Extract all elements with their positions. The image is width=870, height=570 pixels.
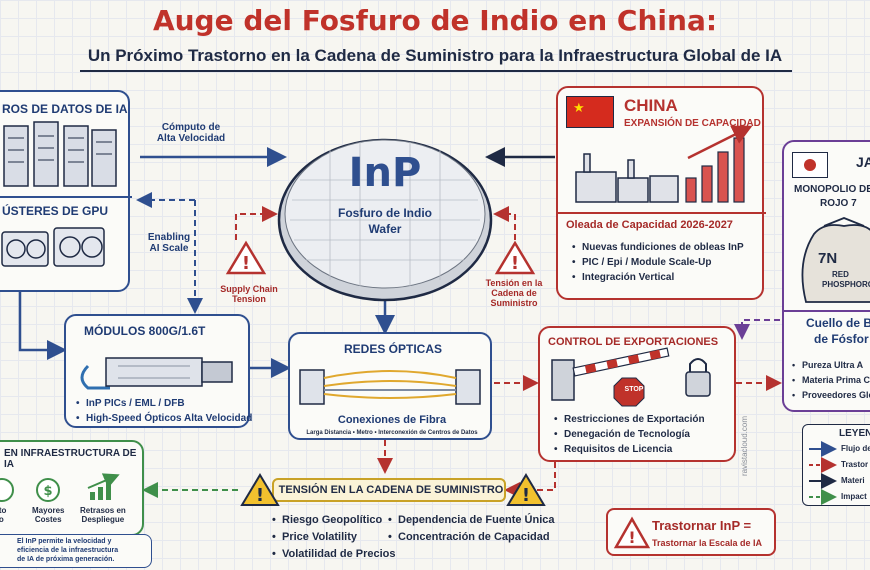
impact-item-1: ntogo: [0, 506, 7, 524]
export-title: CONTROL DE EXPORTACIONES: [548, 336, 719, 348]
phosphorus-bag-icon: [801, 217, 870, 303]
impact-title: EN INFRAESTRUCTURA DE IA: [4, 448, 137, 470]
gpu-card-icon: [1, 227, 105, 267]
japan-flag-icon: [792, 152, 828, 178]
modules-panel: MÓDULOS 800G/1.6T InP PICs / EML / DFBHi…: [64, 314, 252, 428]
page-subtitle: Un Próximo Trastorno en la Cadena de Sum…: [87, 46, 783, 65]
legend-item: Materi: [841, 476, 865, 485]
legend-item: Flujo de: [841, 444, 870, 453]
tension-title: TENSIÓN EN LA CADENA DE SUMINISTRO: [278, 484, 504, 496]
warning-icon: !: [494, 240, 536, 275]
bag-7n: 7N: [818, 250, 838, 267]
legend-item: Impact: [841, 492, 867, 501]
svg-text:!: !: [256, 485, 264, 506]
legend-item: Trastor: [841, 460, 869, 469]
bottleneck-1: Cuello de B: [806, 316, 870, 330]
arrow-japan-export: [734, 319, 780, 340]
wafer-label: InP: [348, 150, 422, 196]
disrupt-line1: Trastornar InP =: [652, 518, 752, 533]
china-flag-icon: ★: [566, 96, 614, 128]
datacenter-title: ROS DE DATOS DE IA: [2, 102, 128, 116]
warning-icon: !: [240, 473, 280, 506]
tension-left-list: Riesgo GeopolíticoPrice VolatilityVolati…: [272, 512, 396, 563]
transceiver-icon: [80, 357, 233, 390]
arrow-tc: [493, 206, 516, 240]
japan-panel: JA MONOPOLIO DE ROJO 7 7N RED PHOSPHORO …: [782, 140, 870, 412]
bag-red: RED: [832, 270, 849, 279]
arrow-sct: [235, 206, 278, 240]
warning-icon: !: [613, 516, 651, 549]
page-title: Auge del Fosfuro de Indio en China:: [152, 4, 718, 37]
svg-text:!: !: [511, 253, 519, 274]
fiber-connection-icon: [299, 369, 481, 405]
legend-panel: LEYEN Flujo de Trastor Materi Impact: [802, 424, 870, 506]
china-panel: ★ CHINA EXPANSIÓN DE CAPACIDAD Oleada de…: [556, 86, 766, 300]
tension-right-list: Dependencia de Fuente ÚnicaConcentración…: [388, 512, 554, 546]
arrow-dc-modules: [18, 292, 67, 360]
datacenter-panel: ROS DE DATOS DE IA ÚSTERES DE GPU: [0, 90, 132, 292]
export-panel: CONTROL DE EXPORTACIONES STOP Restriccio…: [538, 326, 736, 462]
svg-text:!: !: [242, 253, 250, 274]
capacity-wave: Oleada de Capacidad 2026-2027: [566, 219, 733, 231]
watermark: ravistacloud.com: [740, 415, 749, 476]
subtitle-underline: [80, 70, 792, 72]
modules-title: MÓDULOS 800G/1.6T: [84, 324, 206, 338]
modules-bullets: InP PICs / EML / DFBHigh-Speed Ópticos A…: [76, 396, 252, 426]
wafer-sub1: Fosfuro de Indio: [338, 206, 432, 220]
svg-text:!: !: [522, 485, 530, 506]
stop-sign: STOP: [624, 386, 644, 393]
wafer-sub2: Wafer: [368, 222, 402, 236]
server-rack-icon: [3, 121, 117, 187]
japan-mono1: MONOPOLIO DE: [794, 184, 870, 195]
bag-phos: PHOSPHORO: [822, 280, 870, 289]
fiber-note: Larga Distancia • Metro • Interconexión …: [306, 430, 478, 436]
impact-panel: EN INFRAESTRUCTURA DE IA $ ntogo Mayores…: [0, 440, 144, 536]
gpu-cluster-title: ÚSTERES DE GPU: [2, 204, 109, 218]
japan-bullets: Pureza Ultra AMateria Prima CrProveedore…: [792, 358, 870, 403]
disrupt-panel: ! Trastornar InP = Trastornar la Escala …: [606, 508, 776, 556]
optical-panel: REDES ÓPTICAS Conexiones de Fibra Larga …: [288, 332, 492, 440]
legend-title: LEYEN: [839, 428, 870, 439]
bottleneck-2: de Fósfor: [814, 332, 869, 346]
optical-title: REDES ÓPTICAS: [344, 342, 443, 356]
warning-icon: !: [506, 473, 546, 506]
china-expansion: EXPANSIÓN DE CAPACIDAD: [624, 118, 761, 129]
export-bullets: Restricciones de ExportaciónDenegación d…: [554, 412, 705, 457]
legend-lines: [809, 441, 837, 505]
barrier-gate-icon: [551, 347, 711, 407]
japan-title: JA: [856, 154, 870, 170]
svg-text:$: $: [43, 484, 52, 499]
china-title: CHINA: [624, 96, 678, 115]
disrupt-line2: Trastornar la Escala de IA: [652, 538, 763, 548]
impact-icons: $: [0, 473, 120, 502]
japan-mono2: ROJO 7: [820, 198, 857, 209]
warning-icon: !: [225, 240, 267, 275]
tension-banner: TENSIÓN EN LA CADENA DE SUMINISTRO: [272, 478, 506, 502]
svg-text:!: !: [628, 528, 635, 547]
fiber-title: Conexiones de Fibra: [337, 414, 447, 426]
factory-growth-icon: [575, 125, 753, 203]
